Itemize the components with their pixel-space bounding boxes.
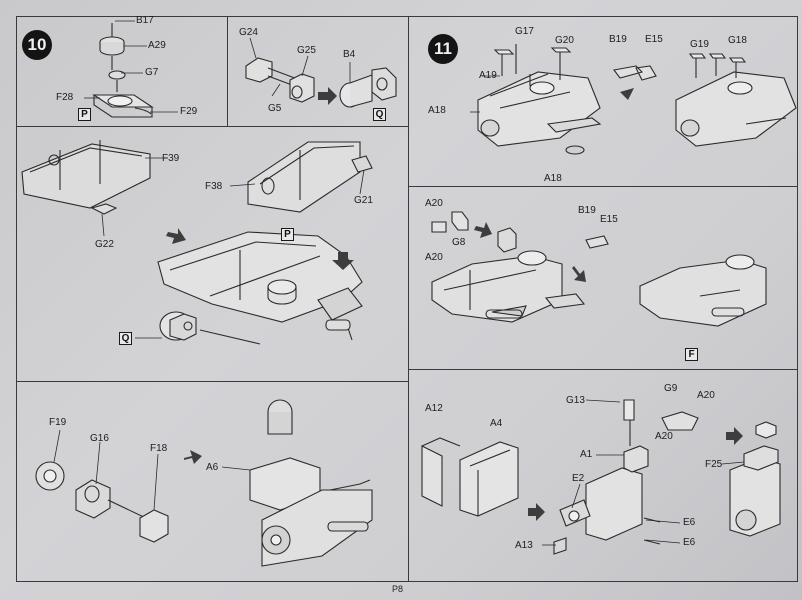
part-label: E15 [645, 34, 663, 45]
subassembly-marker-p: P [281, 228, 294, 241]
process-arrows [166, 87, 743, 521]
part-label: A13 [515, 540, 533, 551]
part-label: F25 [705, 459, 723, 470]
part-label: G19 [690, 39, 709, 50]
part-label: B19 [609, 34, 627, 45]
part-label: A6 [206, 462, 219, 473]
part-label: G24 [239, 27, 258, 38]
step-number-10: 10 [22, 30, 52, 60]
part-label: A4 [490, 418, 503, 429]
part-label: G16 [90, 433, 109, 444]
subassembly-marker-f: F [685, 348, 698, 361]
part-label: E2 [572, 473, 585, 484]
part-label: A20 [697, 390, 715, 401]
bearing-stack-drawing [92, 23, 154, 118]
part-label: F38 [205, 181, 223, 192]
part-label: G25 [297, 45, 316, 56]
subassembly-marker-q: Q [119, 332, 132, 345]
part-label: G5 [268, 103, 282, 114]
part-label: G13 [566, 395, 585, 406]
turret-assembly-drawing [421, 399, 781, 555]
hull-top-drawing-finished [675, 53, 797, 147]
part-label: A1 [580, 449, 593, 460]
part-label: F18 [150, 443, 168, 454]
part-label: G17 [515, 26, 534, 37]
part-label: A19 [479, 70, 497, 81]
subassembly-marker-p: P [78, 108, 91, 121]
callout-leader-lines [53, 20, 745, 546]
drive-wheel-drawing [35, 399, 373, 567]
part-label: G21 [354, 195, 373, 206]
hull-side-drawing [431, 211, 609, 323]
part-label: G22 [95, 239, 114, 250]
part-label: G7 [145, 67, 159, 78]
page-number: P8 [392, 584, 404, 594]
part-label: F29 [180, 106, 198, 117]
part-label: A29 [148, 40, 166, 51]
part-label: B19 [578, 205, 596, 216]
step-number-11: 11 [428, 34, 458, 64]
part-label: A20 [425, 198, 443, 209]
panel-turret-assembly [408, 369, 798, 582]
part-label: A18 [428, 105, 446, 116]
part-label: E6 [683, 537, 696, 548]
part-label: E15 [600, 214, 618, 225]
part-label: G9 [664, 383, 678, 394]
part-label: E6 [683, 517, 696, 528]
part-label: G18 [728, 35, 747, 46]
part-label: F39 [162, 153, 180, 164]
subassembly-marker-q: Q [373, 108, 386, 121]
hull-side-drawing-finished [639, 254, 767, 327]
part-label: F28 [56, 92, 74, 103]
hull-frame-drawing [21, 140, 373, 345]
part-label: G8 [452, 237, 466, 248]
axle-parts-drawing [245, 57, 397, 108]
part-label: A20 [655, 431, 673, 442]
part-label: F19 [49, 417, 67, 428]
part-label: A12 [425, 403, 443, 414]
part-label: B17 [136, 15, 154, 26]
part-label: A20 [425, 252, 443, 263]
hull-top-drawing [477, 44, 657, 155]
part-label: A18 [544, 173, 562, 184]
part-label: G20 [555, 35, 574, 46]
part-label: B4 [343, 49, 356, 60]
